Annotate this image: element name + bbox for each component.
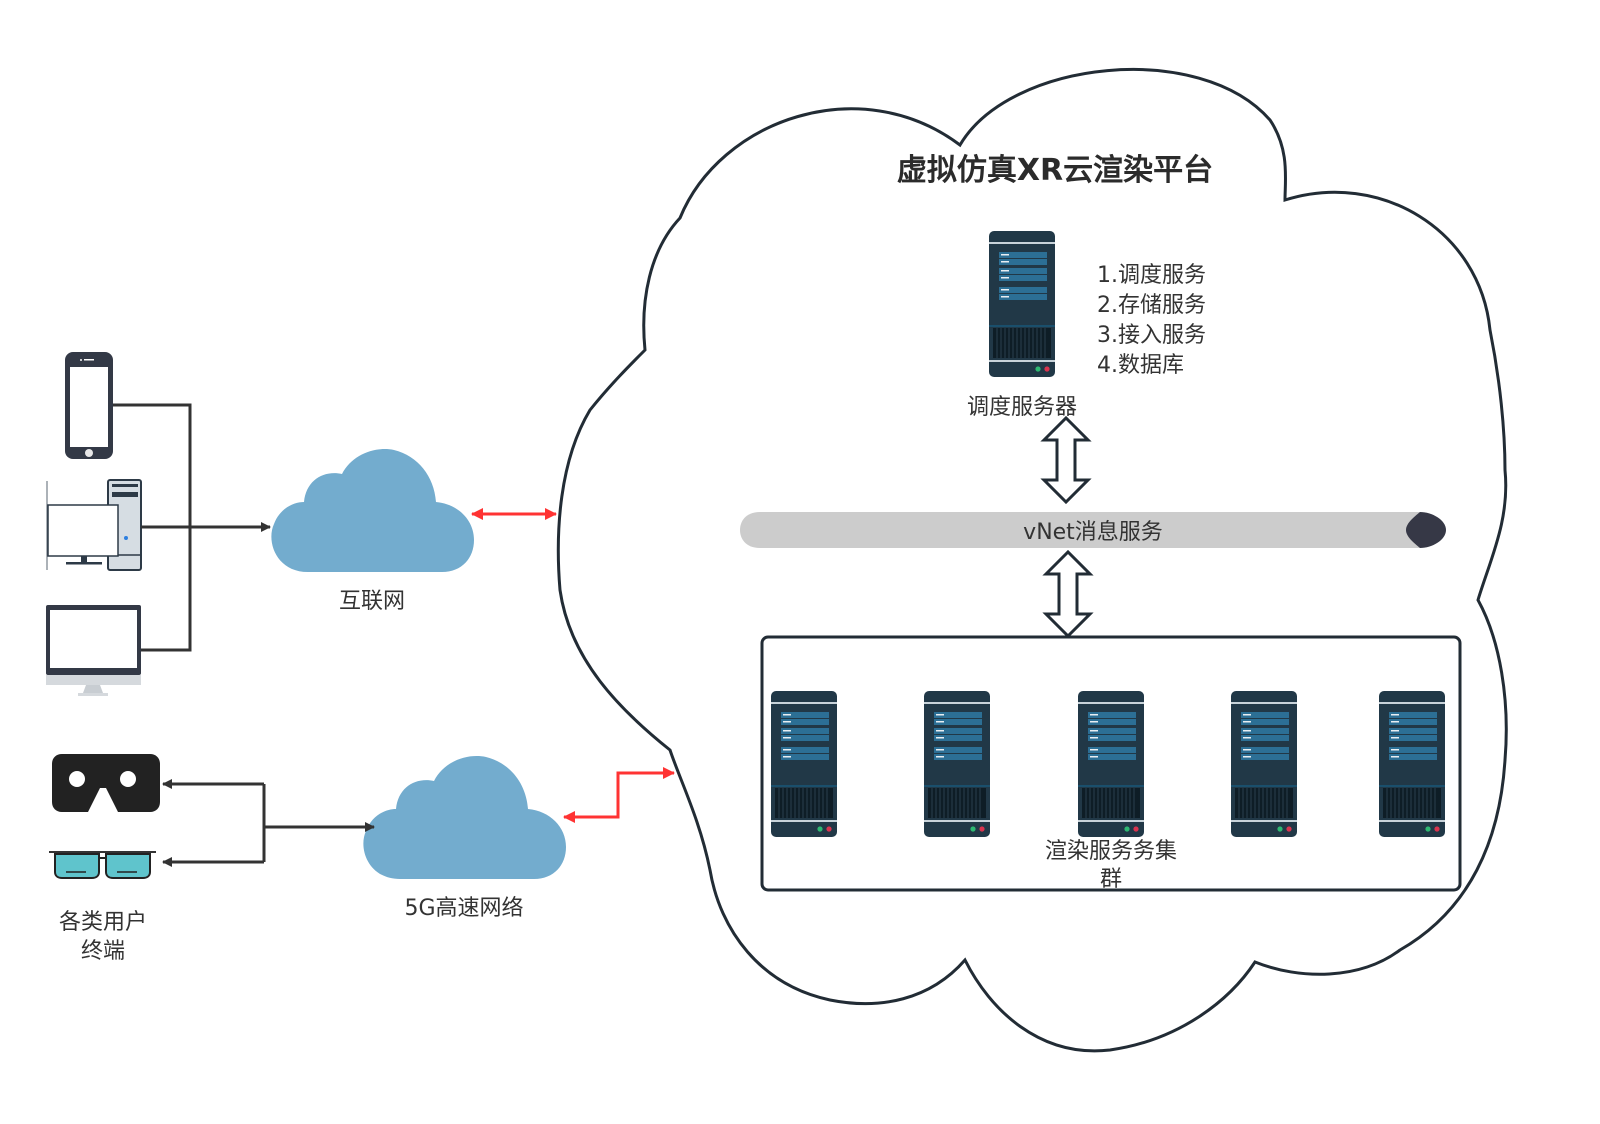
- dispatch-server-label: 调度服务器: [967, 395, 1077, 420]
- smartphone-icon: [65, 352, 113, 459]
- vr-headset-icon: [52, 754, 160, 812]
- service-item-3: 3.接入服务: [1097, 323, 1206, 348]
- service-item-1: 1.调度服务: [1097, 263, 1206, 288]
- service-item-2: 2.存储服务: [1097, 293, 1206, 318]
- render-cluster-label-line1: 渲染服务务集: [1045, 839, 1177, 864]
- monitor-icon: [46, 605, 141, 696]
- message-bus: [740, 512, 1420, 548]
- internet-label: 互联网: [339, 589, 405, 614]
- render-server-icon-2: [923, 690, 991, 838]
- message-bus-label: vNet消息服务: [1023, 520, 1163, 545]
- render-server-icon-3: [1077, 690, 1145, 838]
- platform-title: 虚拟仿真XR云渲染平台: [897, 153, 1213, 188]
- 5g-network-label: 5G高速网络: [404, 896, 523, 921]
- terminals-label-line1: 各类用户: [59, 910, 147, 935]
- 5g-platform-link: [563, 767, 675, 823]
- dispatch-server-icon: [988, 230, 1056, 378]
- message-bus-end-cap: [1406, 512, 1446, 548]
- 5g-cloud-icon: [363, 756, 566, 879]
- desktop-pc-icon: [46, 479, 142, 571]
- render-server-icon-1: [770, 690, 838, 838]
- internet-cloud-icon: [271, 449, 474, 572]
- 5g-terminal-connector-lines: [162, 779, 375, 867]
- terminal-connector-lines: [113, 403, 271, 652]
- platform-cloud-boundary: [556, 68, 1508, 1053]
- service-item-4: 4.数据库: [1097, 353, 1184, 378]
- render-cluster-label-line2: 群: [1100, 867, 1122, 892]
- ar-glasses-icon: [49, 851, 156, 879]
- render-server-icon-4: [1230, 690, 1298, 838]
- render-server-icon-5: [1378, 690, 1446, 838]
- terminals-label-line2: 终端: [81, 939, 125, 964]
